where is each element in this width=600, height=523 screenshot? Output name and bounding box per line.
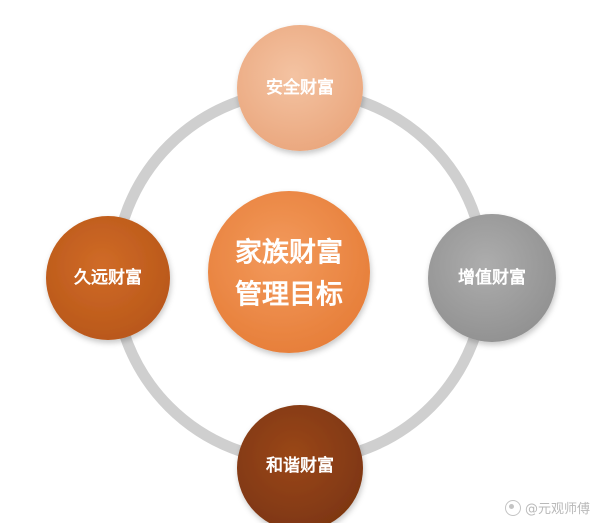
node-right: 增值财富 [428,214,556,342]
center-label-line1: 家族财富 [235,237,343,269]
watermark: @元观师傅 [504,498,590,517]
node-top-label: 安全财富 [266,77,334,98]
watermark-logo-icon [504,499,521,516]
node-left-label: 久远财富 [74,267,142,288]
node-top-circle [237,25,363,151]
node-bottom-circle [237,405,363,523]
node-left: 久远财富 [46,216,170,340]
node-left-circle [46,216,170,340]
node-right-label: 增值财富 [458,267,526,288]
node-top: 安全财富 [237,25,363,151]
node-right-circle [428,214,556,342]
node-center-circle [208,191,370,353]
node-bottom-label: 和谐财富 [266,455,334,476]
center-label-line2: 管理目标 [235,280,343,311]
node-bottom: 和谐财富 [237,405,363,523]
watermark-text: @元观师傅 [524,502,590,517]
node-center: 家族财富 管理目标 [208,191,370,353]
